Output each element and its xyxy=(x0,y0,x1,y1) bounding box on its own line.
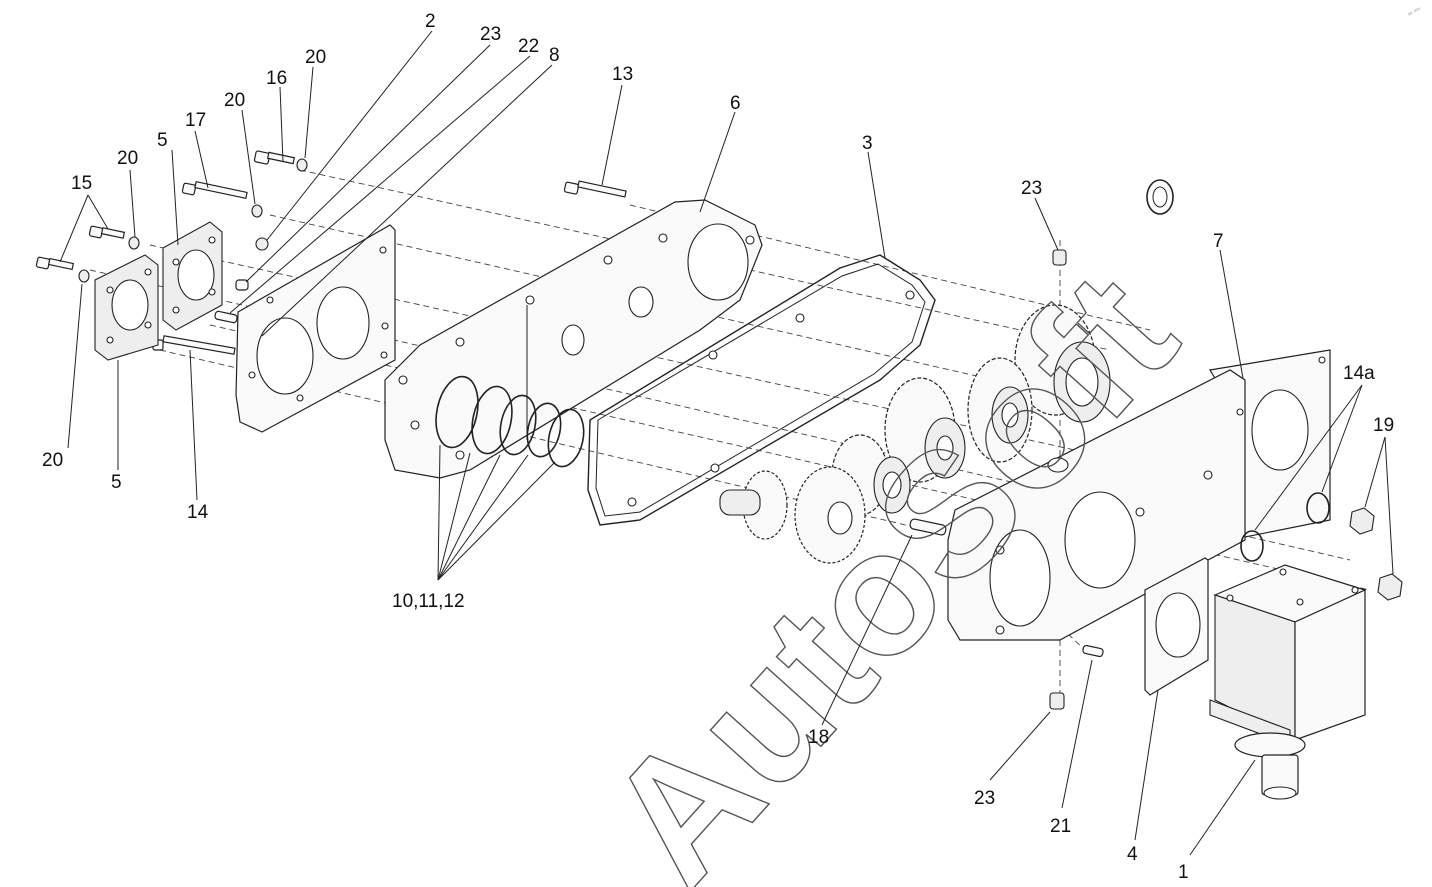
callout-14a: 14a xyxy=(1343,363,1375,384)
plug-23-top xyxy=(1052,249,1067,266)
callout-13: 13 xyxy=(612,64,633,85)
washer-top-right xyxy=(1146,179,1174,215)
gear-upper-mid xyxy=(967,357,1033,463)
callout-20: 20 xyxy=(117,148,138,169)
callout-5: 5 xyxy=(157,130,168,151)
callout-23: 23 xyxy=(1021,178,1042,199)
pin-18 xyxy=(909,518,947,536)
callout-20: 20 xyxy=(42,450,63,471)
pin-22 xyxy=(235,279,249,291)
gear-middle xyxy=(884,377,966,483)
housing-7 xyxy=(947,349,1331,641)
callout-22: 22 xyxy=(518,36,539,57)
bolt-15-top xyxy=(88,225,126,239)
gasket-4 xyxy=(1144,557,1209,696)
washer-14a-lower xyxy=(1240,530,1264,562)
bolt-15-bottom xyxy=(35,256,75,271)
callout-8: 8 xyxy=(549,45,560,66)
corner-mark: ᵖᵘ ᵘᵘᵘ xyxy=(1408,7,1422,19)
callout-1: 1 xyxy=(1178,862,1189,883)
seal-rings-10-11-12 xyxy=(435,375,585,468)
cover-plate-2 xyxy=(235,224,396,433)
gear-train xyxy=(719,304,1111,564)
leader-lines xyxy=(59,30,1394,856)
callout-5: 5 xyxy=(111,472,122,493)
washer-top-right-inner xyxy=(1152,186,1168,208)
callout-7: 7 xyxy=(1213,231,1224,252)
callout-3: 3 xyxy=(862,133,873,154)
callout-4: 4 xyxy=(1127,844,1138,865)
nut-23-left xyxy=(255,237,269,251)
callout-10-11-12: 10,11,12 xyxy=(392,591,465,612)
bolt-17 xyxy=(181,180,248,200)
washer-20-top xyxy=(296,158,308,172)
callout-6: 6 xyxy=(730,93,741,114)
callout-14: 14 xyxy=(187,502,209,523)
housing-6 xyxy=(384,199,763,479)
pinion-shaft xyxy=(719,470,788,540)
callout-19: 19 xyxy=(1373,415,1394,436)
washer-20-mid xyxy=(251,204,263,218)
washer-20-left xyxy=(128,236,140,250)
callout-2: 2 xyxy=(425,11,436,32)
nut-19-lower xyxy=(1377,573,1403,601)
nut-19-upper xyxy=(1349,507,1375,535)
washer-14a-upper xyxy=(1306,492,1330,524)
bevel-gear xyxy=(794,466,866,564)
angle-gearbox-1 xyxy=(1209,564,1367,800)
bolt-14 xyxy=(152,335,236,355)
callout-17: 17 xyxy=(185,110,206,131)
flange-5-front xyxy=(94,254,159,361)
callout-15: 15 xyxy=(71,173,92,194)
gasket-3 xyxy=(587,254,936,526)
callout-23: 23 xyxy=(974,788,995,809)
plug-23-bottom xyxy=(1049,692,1065,710)
bolt-13 xyxy=(563,180,627,198)
callout-21: 21 xyxy=(1050,816,1071,837)
washer-20-lower xyxy=(78,269,90,283)
callout-16: 16 xyxy=(266,68,287,89)
pin-8 xyxy=(214,310,238,324)
bolt-16 xyxy=(253,150,296,165)
callout-labels: 2 23 22 8 20 16 13 20 17 6 5 20 15 3 23 … xyxy=(42,11,1394,883)
callout-20: 20 xyxy=(305,47,326,68)
gear-large-top xyxy=(1014,304,1111,423)
callout-18: 18 xyxy=(808,727,829,748)
callout-23: 23 xyxy=(480,24,501,45)
callout-20: 20 xyxy=(224,90,245,111)
flange-5-back xyxy=(162,221,223,331)
pin-21 xyxy=(1082,644,1104,658)
